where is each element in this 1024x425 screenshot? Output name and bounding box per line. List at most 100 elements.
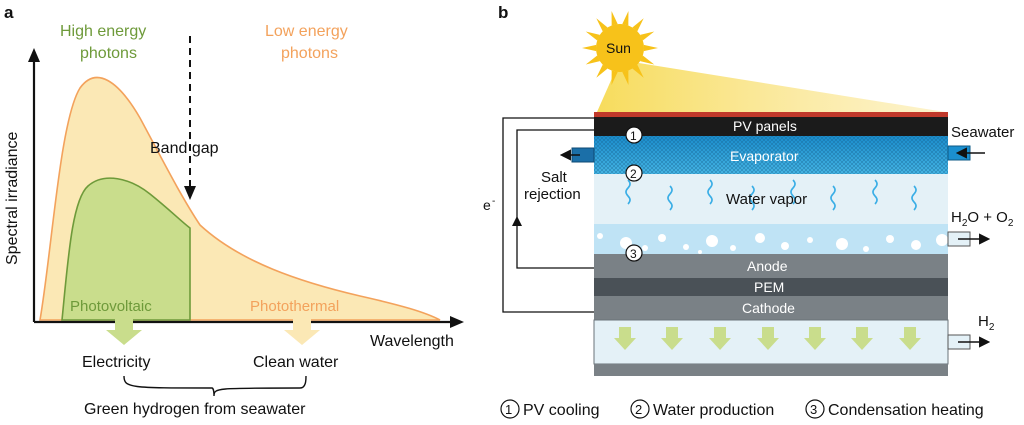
pv-panels-top-edge	[594, 112, 948, 117]
current-arrow	[512, 216, 522, 226]
vapor-wave	[830, 185, 836, 211]
panel-b-label: b	[498, 3, 508, 22]
high-energy-label-2: photons	[80, 45, 137, 62]
anode-layer	[594, 254, 948, 278]
evaporator-label: Evaporator	[730, 148, 799, 164]
sun-ray	[622, 70, 629, 86]
svg-text:2: 2	[635, 402, 642, 417]
droplet	[597, 233, 603, 239]
electricity-label: Electricity	[82, 354, 150, 371]
panel-b: b Sun e - PV panels Evaporator Seawater …	[483, 3, 1014, 376]
droplet	[863, 246, 869, 252]
svg-text:Condensation heating: Condensation heating	[828, 402, 984, 419]
anode-label: Anode	[747, 258, 788, 274]
pem-label: PEM	[754, 279, 784, 295]
vapor-wave	[872, 179, 878, 205]
droplet	[781, 242, 789, 250]
marker-1: 1	[625, 126, 643, 144]
sun-ray	[585, 55, 600, 65]
y-axis-label: Spectral irradiance	[4, 132, 21, 266]
legend: 1 PV cooling 2 Water production 3 Conden…	[500, 399, 984, 419]
droplet	[886, 235, 894, 243]
vapor-wave	[790, 179, 796, 205]
droplet	[642, 245, 648, 251]
panel-a-label: a	[4, 3, 14, 22]
clean-water-label: Clean water	[253, 354, 339, 371]
droplet	[706, 235, 718, 247]
flow-arrow	[661, 327, 683, 350]
condensate-droplets	[597, 233, 948, 254]
pem-layer	[594, 278, 948, 296]
cathode-label: Cathode	[742, 300, 795, 316]
legend-item-pv-cooling: 1 PV cooling	[500, 399, 600, 419]
photovoltaic-label: Photovoltaic	[70, 298, 152, 315]
photothermal-label: Photothermal	[250, 298, 339, 315]
bottom-plate	[594, 364, 948, 376]
droplet	[936, 234, 948, 246]
water-vapor-label: Water vapor	[726, 191, 807, 208]
marker-2: 2	[625, 164, 643, 182]
svg-text:PV cooling: PV cooling	[523, 402, 600, 419]
vapor-wave	[749, 185, 755, 211]
sun-ray	[596, 18, 608, 32]
band-gap-arrowhead	[184, 186, 196, 200]
flow-arrow	[709, 327, 731, 350]
droplet	[683, 244, 689, 250]
sun-ray	[632, 18, 644, 32]
sun-ray	[582, 44, 597, 52]
evaporator-mesh	[594, 136, 948, 174]
vapor-wave	[707, 179, 713, 205]
droplet	[620, 237, 632, 249]
sun-ray	[640, 31, 655, 41]
cathode-layer	[594, 296, 948, 320]
electron-label: e	[483, 197, 491, 213]
legend-item-water-production: 2 Water production	[630, 399, 774, 419]
hydrogen-flow-arrows	[614, 327, 921, 350]
photovoltaic-area	[61, 177, 191, 321]
vapor-wave	[911, 185, 917, 211]
clean-water-arrow	[284, 314, 320, 345]
sun-ray	[596, 64, 608, 78]
droplet	[755, 233, 765, 243]
svg-text:Water production: Water production	[653, 402, 774, 419]
legend-item-condensation-heating: 3 Condensation heating	[805, 399, 984, 419]
band-gap-label: Band gap	[150, 140, 219, 157]
vapor-wave	[625, 179, 631, 205]
flow-arrow	[899, 327, 921, 350]
pv-panels-label: PV panels	[733, 118, 797, 134]
svg-text:3: 3	[810, 402, 817, 417]
svg-text:1: 1	[630, 129, 637, 143]
x-axis-arrow	[450, 316, 464, 328]
sun-ray	[640, 55, 655, 65]
svg-text:1: 1	[505, 402, 512, 417]
droplet	[836, 238, 848, 250]
water-vapor-waves	[625, 179, 917, 211]
internal-circuit-wire	[516, 129, 594, 269]
electron-superscript: -	[492, 196, 495, 207]
sun-label: Sun	[606, 40, 631, 56]
external-circuit-wire	[502, 117, 594, 313]
sun-ray	[611, 10, 618, 26]
panel-a: a Spectral irradiance Wavelength Band ga…	[4, 3, 464, 418]
droplet	[911, 240, 921, 250]
sun-ray	[611, 70, 618, 86]
sun-beam	[597, 60, 945, 112]
vapor-chamber	[594, 174, 948, 224]
electricity-arrow	[106, 314, 142, 345]
droplet	[658, 234, 666, 242]
green-hydrogen-label: Green hydrogen from seawater	[84, 401, 306, 418]
vapor-wave	[667, 185, 673, 211]
pv-panels	[594, 117, 948, 136]
high-energy-label-1: High energy	[60, 23, 146, 40]
h2-label: H2	[978, 313, 995, 333]
y-axis-arrow	[28, 48, 40, 62]
marker-3: 3	[625, 244, 643, 262]
flow-arrow	[757, 327, 779, 350]
sun-ray	[632, 64, 644, 78]
flow-arrow	[614, 327, 636, 350]
droplet	[698, 250, 702, 254]
flow-arrow	[804, 327, 826, 350]
droplet	[730, 245, 736, 251]
sun-ray	[585, 31, 600, 41]
